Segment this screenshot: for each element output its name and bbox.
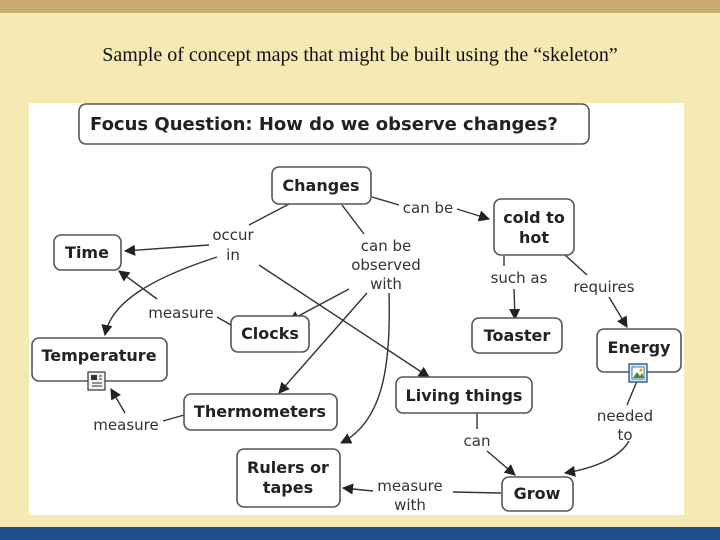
concept-grow[interactable]: Grow (501, 476, 574, 512)
linking-phrase: needed (597, 407, 653, 425)
concept-label: Grow (514, 484, 561, 503)
concept-label: Toaster (484, 326, 551, 345)
linking-phrase: with (370, 275, 402, 293)
linking-phrase: can (464, 432, 491, 450)
linking-phrase: can be (361, 237, 411, 255)
concept-label: Thermometers (194, 402, 326, 421)
linking-phrase: with (394, 496, 426, 514)
linking-phrase: such as (491, 269, 548, 287)
linking-phrase: measure (93, 416, 158, 434)
concept-rulers-or-tapes[interactable]: Rulers or tapes (236, 448, 341, 508)
linking-phrase: observed (351, 256, 421, 274)
concept-label: Changes (282, 176, 359, 195)
linking-phrase: measure (377, 477, 442, 495)
concept-label: Clocks (241, 324, 299, 343)
concept-label: Time (65, 243, 109, 262)
concept-label: cold to (503, 208, 565, 227)
bottom-accent-bar (0, 527, 720, 540)
concept-changes[interactable]: Changes (271, 166, 372, 205)
concept-label: Living things (406, 386, 523, 405)
concept-label: Energy (608, 338, 672, 357)
focus-question-box[interactable]: Focus Question: How do we observe change… (78, 103, 590, 145)
concept-map: Focus Question: How do we observe change… (31, 103, 682, 514)
linking-phrase: in (226, 246, 240, 264)
document-icon[interactable] (87, 371, 106, 391)
linking-phrase: requires (573, 278, 634, 296)
slide-title: Sample of concept maps that might be bui… (102, 44, 618, 66)
top-accent-bar (0, 0, 720, 13)
connectors (101, 196, 638, 495)
image-icon[interactable] (628, 363, 648, 383)
linking-phrase: to (617, 426, 632, 444)
concept-label: hot (519, 228, 549, 247)
concept-label: tapes (263, 478, 313, 497)
linking-phrases: can be occur in can be observed with suc… (93, 199, 653, 514)
concept-label: Temperature (41, 346, 156, 365)
concept-thermometers[interactable]: Thermometers (183, 393, 338, 431)
concept-time[interactable]: Time (53, 234, 122, 271)
focus-question-text: Focus Question: How do we observe change… (90, 114, 558, 135)
concept-toaster[interactable]: Toaster (471, 317, 563, 354)
linking-phrase: can be (403, 199, 453, 217)
linking-phrase: occur (212, 226, 254, 244)
concept-energy[interactable]: Energy (596, 328, 682, 373)
concept-cold-to-hot[interactable]: cold to hot (493, 198, 575, 256)
concept-map-panel: Focus Question: How do we observe change… (29, 103, 684, 515)
concept-clocks[interactable]: Clocks (230, 315, 310, 353)
concept-label: Rulers or (247, 458, 329, 477)
linking-phrase: measure (148, 304, 213, 322)
concept-living-things[interactable]: Living things (395, 376, 533, 414)
